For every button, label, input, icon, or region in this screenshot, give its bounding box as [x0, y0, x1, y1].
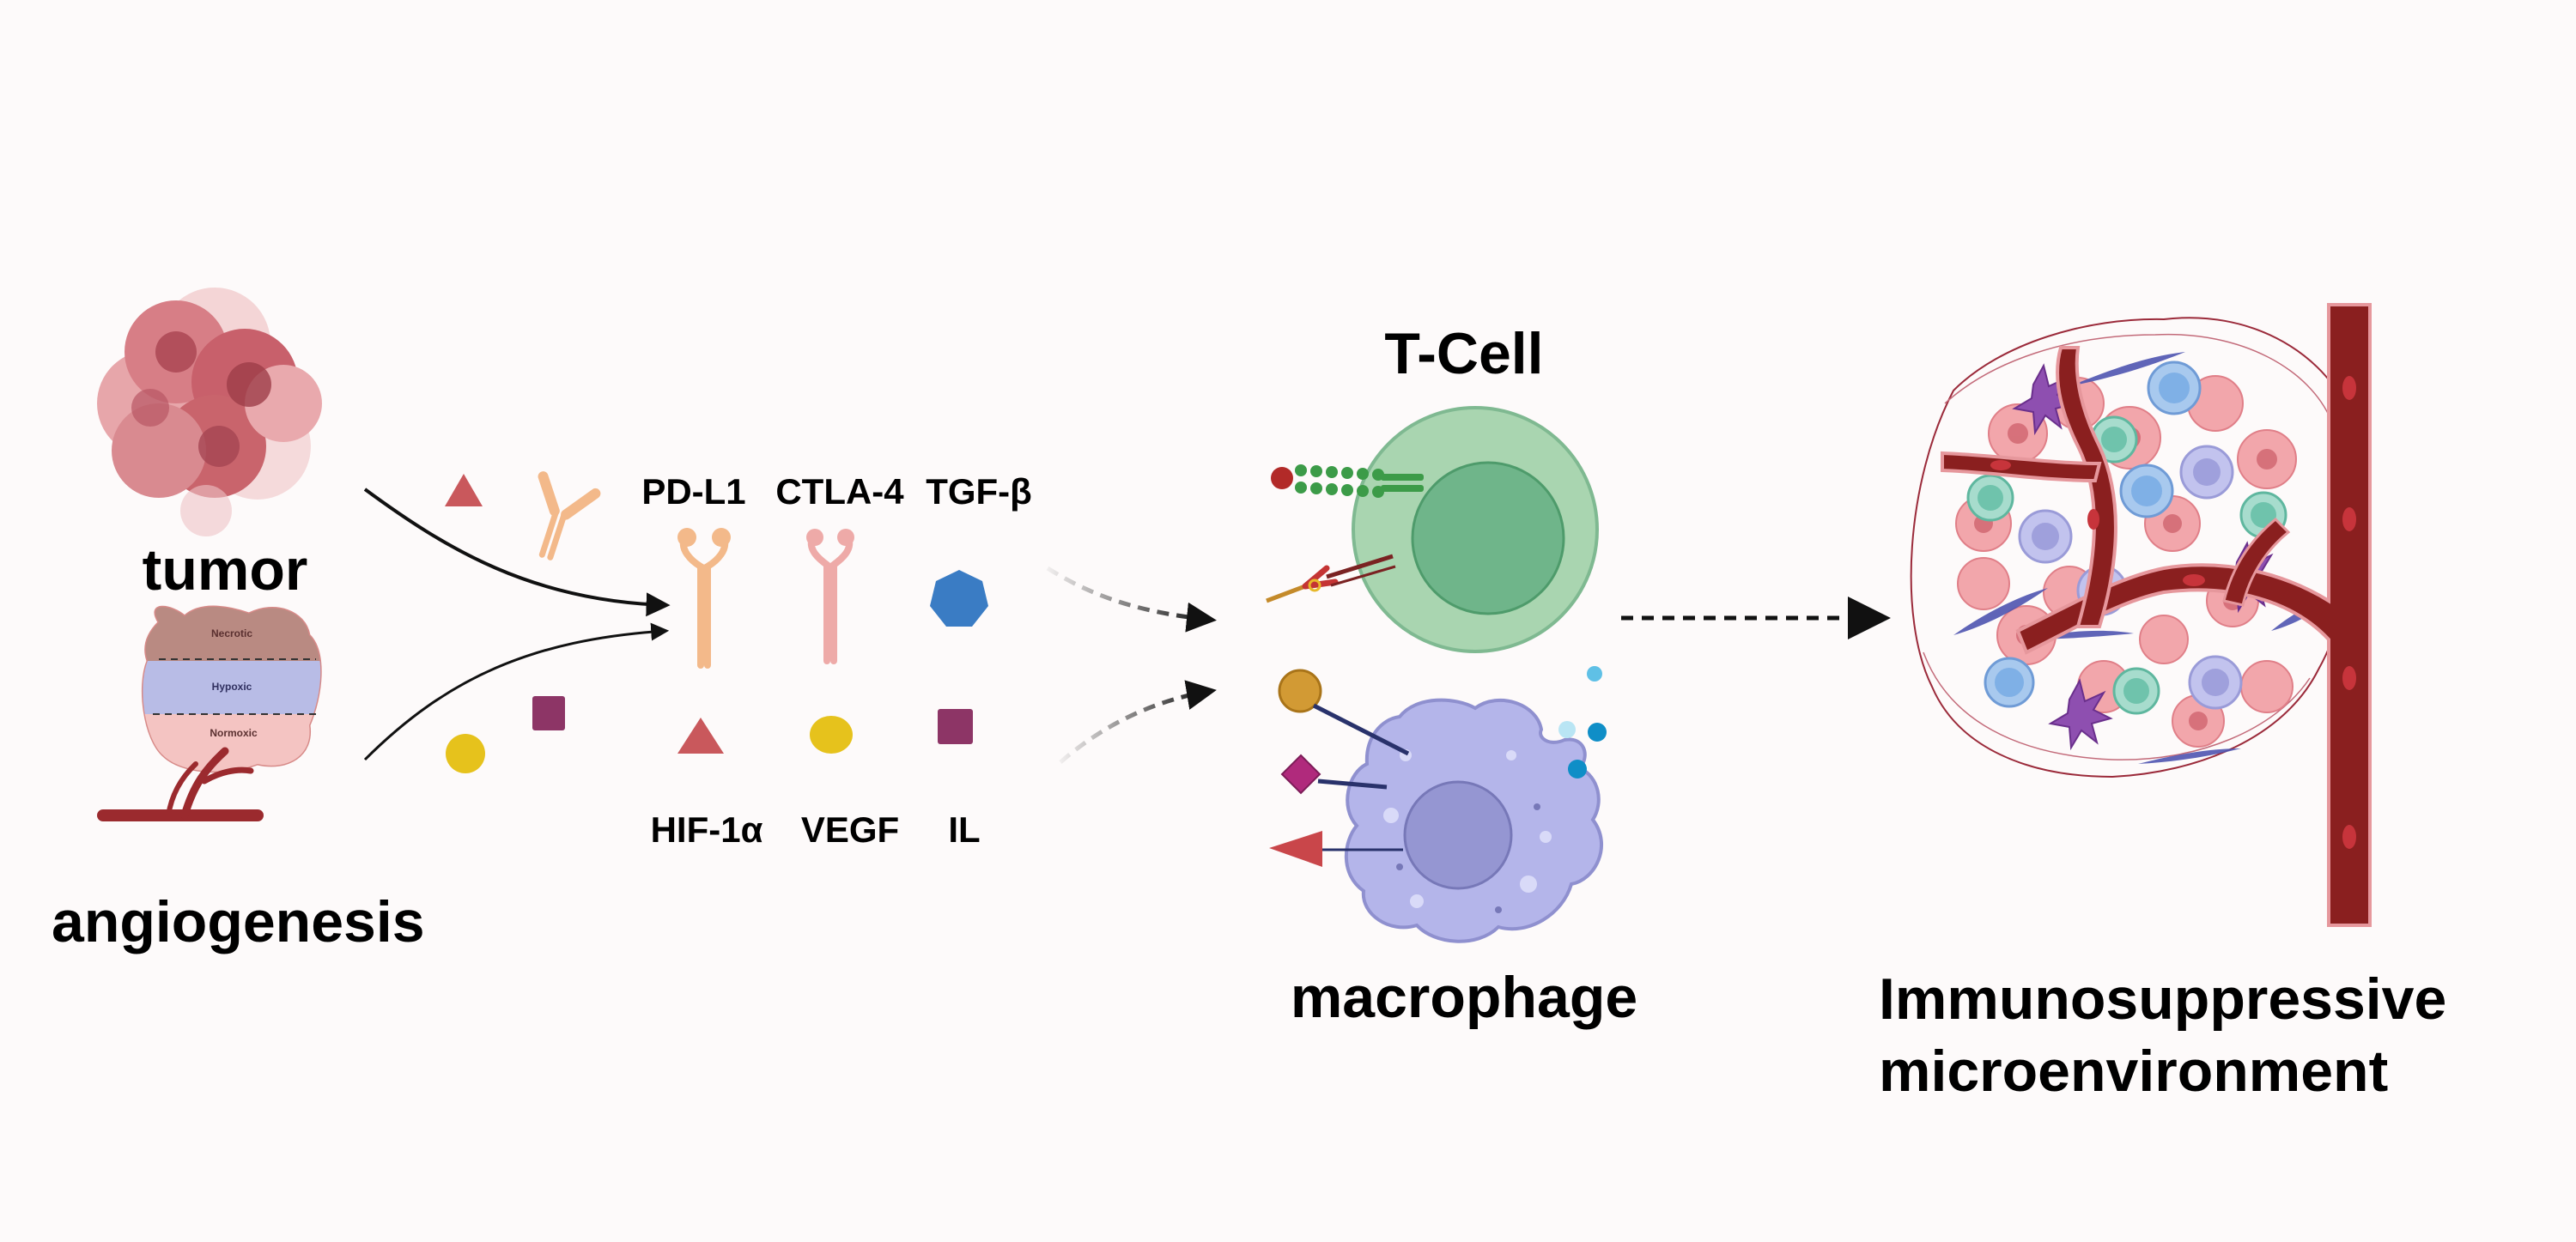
hypoxic-zone-label: Hypoxic: [211, 681, 252, 693]
macrophage-icon: [1344, 698, 1603, 943]
tgf-beta-label: TGF-β: [926, 471, 1032, 512]
antibody-icon: [1269, 669, 1410, 867]
triangle-ligand-icon: [445, 474, 483, 506]
arrow-icon: [363, 488, 671, 617]
immunosuppressive-label: Immunosuppressive: [1879, 966, 2447, 1032]
tumor-zones-icon: [141, 605, 322, 773]
necrotic-zone-label: Necrotic: [210, 627, 253, 639]
ctla-4-label: CTLA-4: [775, 471, 904, 512]
y-receptor-icon: [677, 528, 731, 669]
hif-1a-label: HIF-1α: [650, 809, 763, 850]
immune-microenvironment-icon: [1910, 303, 2372, 927]
tumor-cluster-icon: [97, 288, 322, 536]
t-cell-label: T-Cell: [1384, 321, 1544, 386]
cytokine-dots-icon: [1558, 666, 1607, 779]
normoxic-zone-label: Normoxic: [210, 727, 258, 739]
angiogenesis-label: angiogenesis: [52, 889, 425, 954]
y-receptor-icon: [806, 529, 854, 664]
arrow-icon: [363, 622, 670, 761]
arrow-icon: [1059, 680, 1217, 764]
purple-square-icon: [938, 709, 973, 744]
yellow-dot-icon: [446, 734, 485, 773]
y-receptor-icon: [538, 471, 601, 560]
vegf-label: VEGF: [800, 809, 900, 850]
purple-square-icon: [532, 696, 565, 730]
il-label: IL: [948, 809, 981, 850]
macrophage-label: macrophage: [1290, 965, 1638, 1030]
arrow-icon: [1046, 566, 1217, 633]
microenvironment-label: microenvironment: [1879, 1039, 2389, 1104]
tumor-label: tumor: [142, 537, 308, 603]
blood-vessel-icon: [97, 747, 264, 821]
t-cell-icon: [1352, 406, 1599, 653]
triangle-ligand-icon: [677, 718, 724, 754]
antibody-icon: [1266, 554, 1396, 603]
heptagon-icon: [930, 570, 988, 627]
antibody-icon: [1271, 464, 1424, 498]
yellow-dot-icon: [810, 716, 853, 754]
pd-l1-label: PD-L1: [641, 471, 746, 512]
